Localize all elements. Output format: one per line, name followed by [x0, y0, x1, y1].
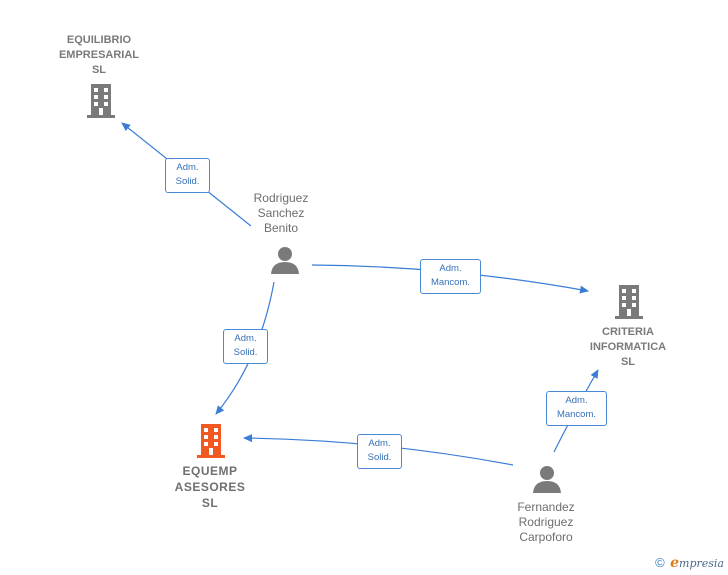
person-label-rodriguez[interactable]: Rodriguez Sanchez Benito — [253, 191, 309, 235]
company-label-equilibrio[interactable]: EQUILIBRIO EMPRESARIAL SL — [58, 34, 140, 76]
person-label-fernandez[interactable]: Fernandez Rodriguez Carpoforo — [517, 500, 575, 544]
relation-label-rodriguez-criteria[interactable]: Adm. Mancom. — [420, 259, 481, 294]
building-icon[interactable] — [196, 424, 226, 458]
person-icon[interactable] — [532, 465, 562, 493]
relation-label-fernandez-criteria[interactable]: Adm. Mancom. — [546, 391, 607, 426]
building-icon[interactable] — [86, 84, 116, 118]
company-label-criteria[interactable]: CRITERIA INFORMATICA SL — [589, 326, 667, 368]
relation-label-rodriguez-equemp[interactable]: Adm. Solid. — [223, 329, 268, 364]
copyright-symbol: © — [655, 555, 665, 570]
company-label-equemp[interactable]: EQUEMP ASESORES SL — [174, 464, 246, 510]
person-icon[interactable] — [270, 246, 300, 274]
relation-label-fernandez-equemp[interactable]: Adm. Solid. — [357, 434, 402, 469]
relation-label-rodriguez-equilibrio[interactable]: Adm. Solid. — [165, 158, 210, 193]
building-icon[interactable] — [614, 285, 644, 319]
footer-brand: © empresia — [655, 555, 724, 571]
empresia-logo[interactable]: empresia — [670, 555, 724, 571]
